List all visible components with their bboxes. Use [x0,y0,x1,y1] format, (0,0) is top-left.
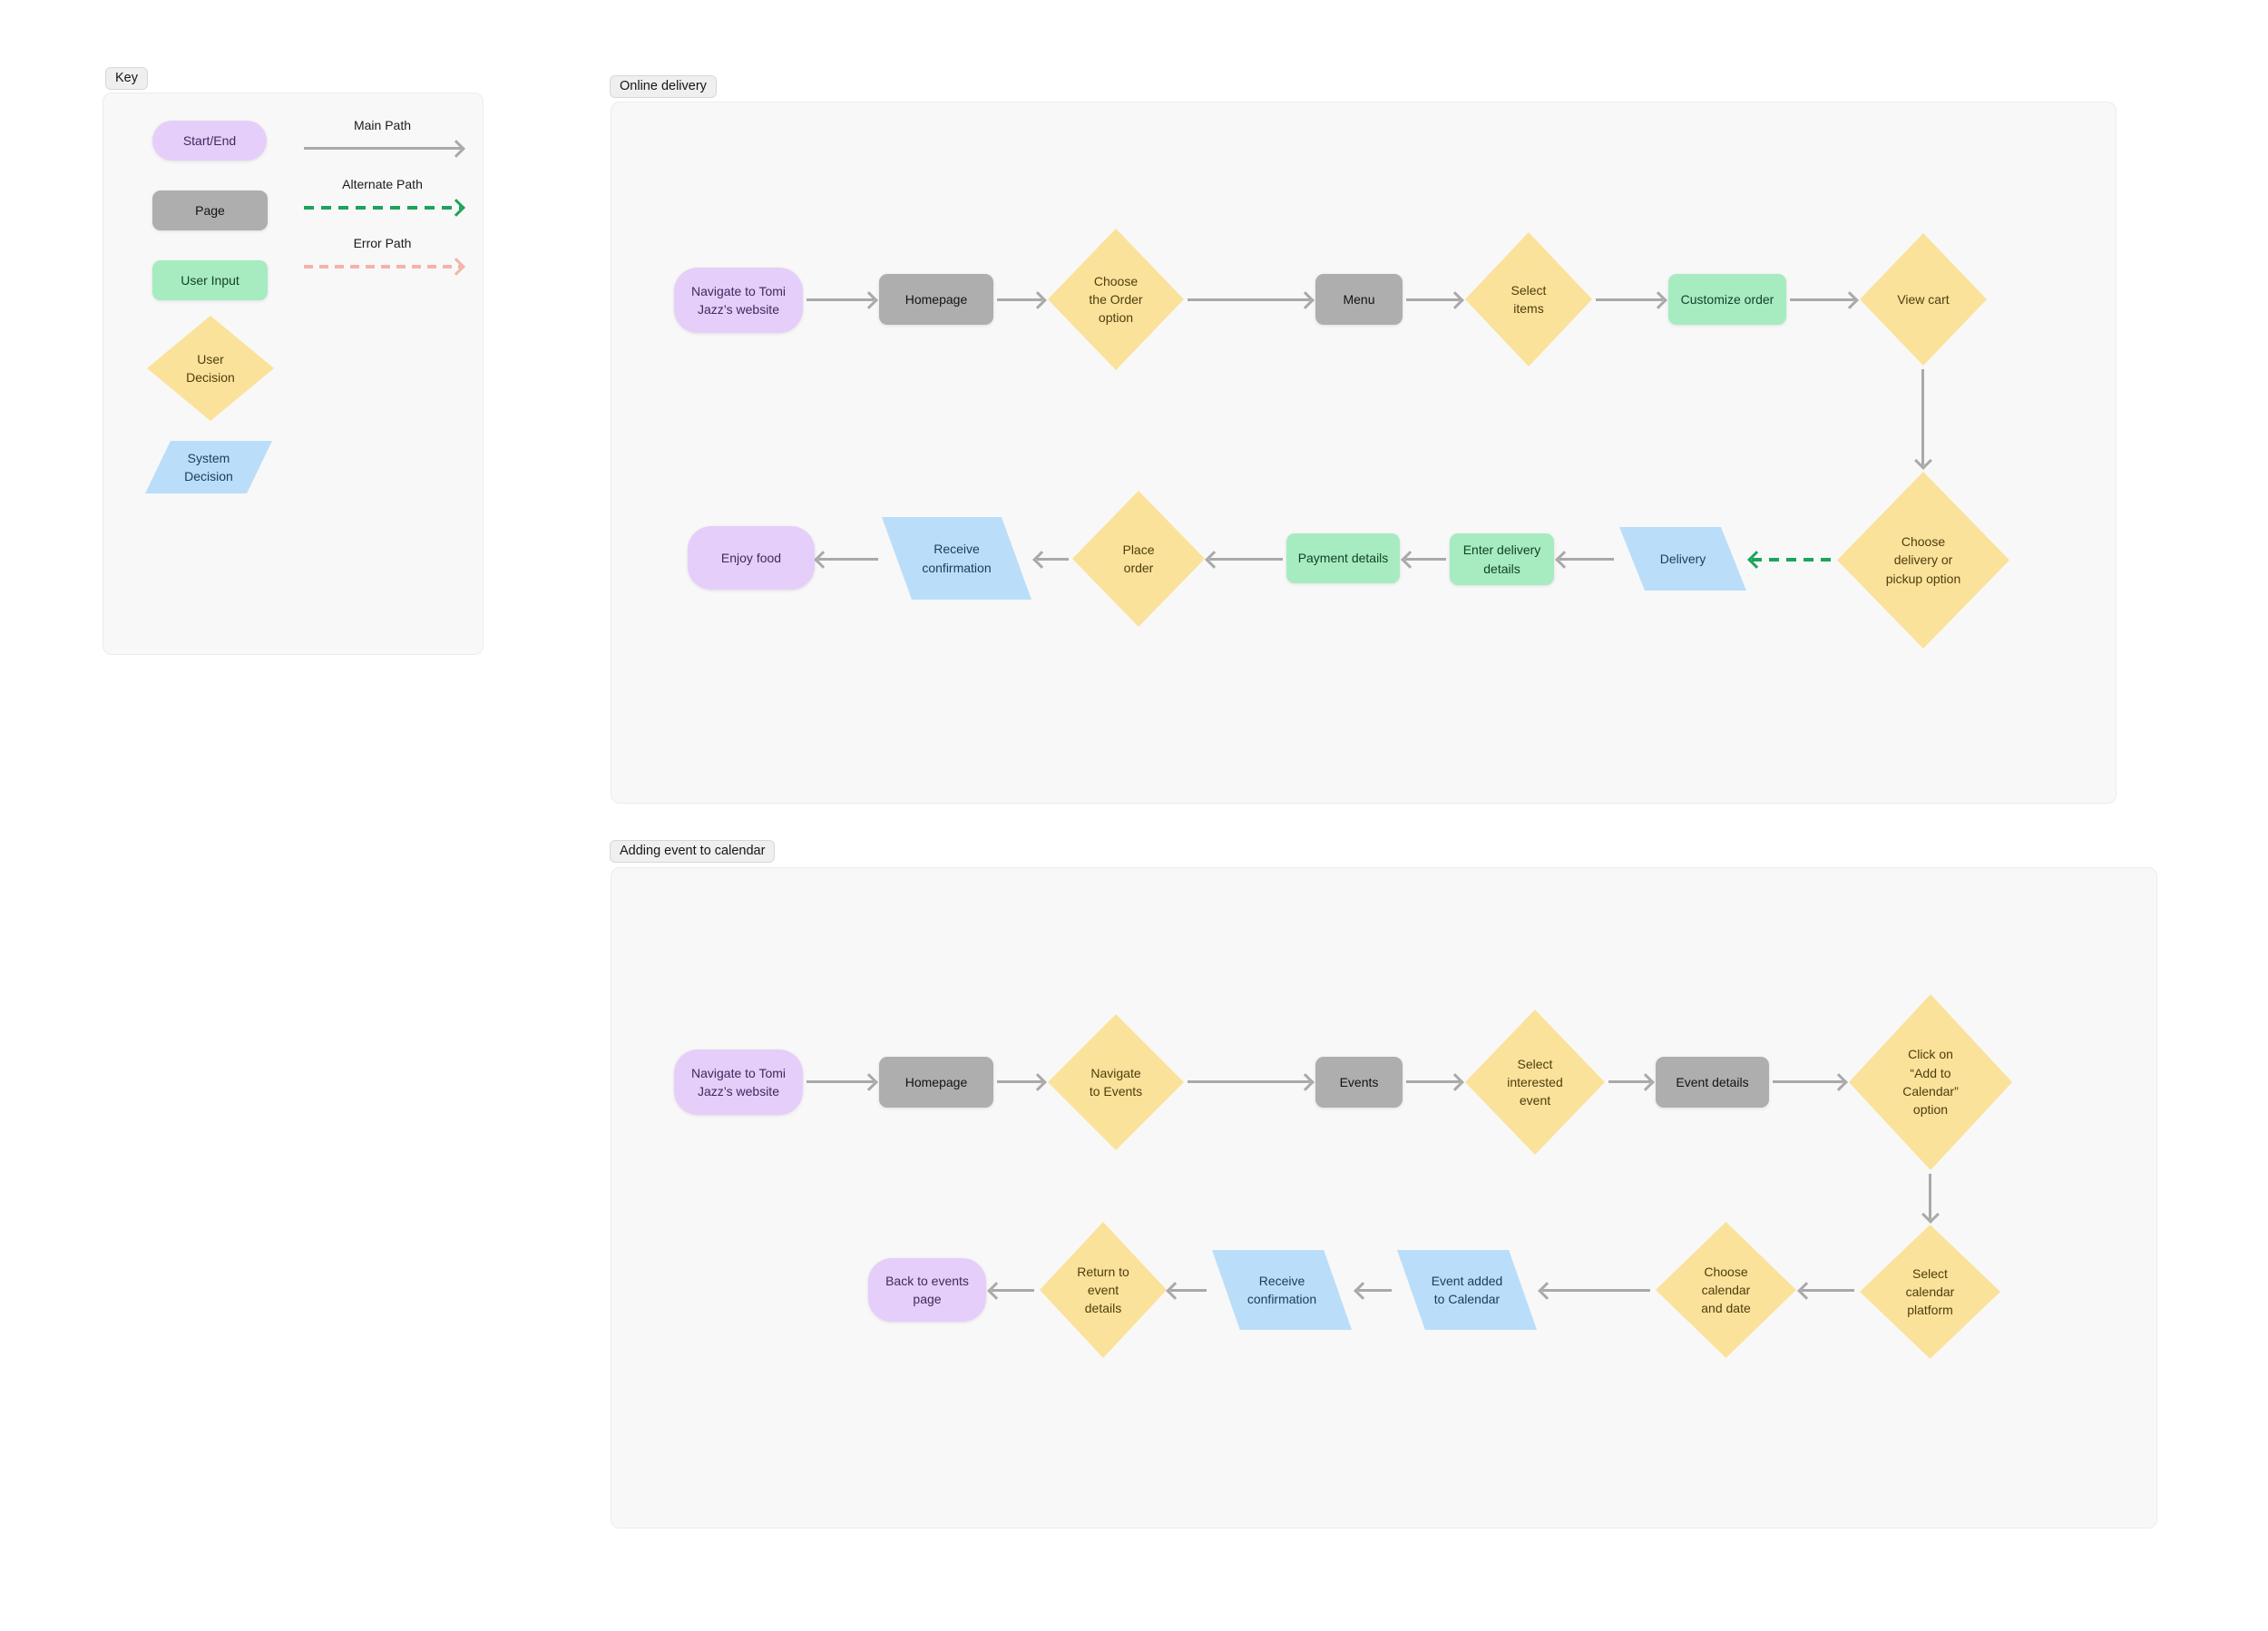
ae-arrow-start-homepage [807,1080,874,1083]
ae-navigate-events-label: Navigate to Events [1089,1065,1143,1099]
ae-node-homepage[interactable]: Homepage [879,1057,993,1108]
od-receive-confirmation-label: Receive confirmation [922,542,992,575]
error-path-arrow-sample [304,265,461,269]
od-select-items-label: Select items [1510,282,1547,316]
od-arrow-chooseorder-menu [1188,298,1310,301]
ae-arrow-choosedate-eventadded [1542,1289,1650,1292]
ae-arrow-selectevent-details [1608,1080,1650,1083]
od-node-delivery[interactable]: Delivery [1619,527,1746,591]
ae-events-label: Events [1339,1074,1379,1089]
od-view-cart-label: View cart [1897,291,1950,307]
od-arrow-customize-viewcart [1790,298,1854,301]
ae-node-start[interactable]: Navigate to Tomi Jazz’s website [674,1050,803,1115]
key-main-path-label: Main Path [353,118,412,132]
add-event-title: Adding event to calendar [620,844,766,858]
ae-receive-confirmation-label: Receive confirmation [1246,1273,1317,1306]
od-payment-label: Payment details [1297,551,1389,566]
od-homepage-label: Homepage [904,291,968,307]
ae-arrow-eventadded-receive [1358,1289,1392,1292]
ae-arrow-clickadd-down [1929,1174,1931,1219]
od-node-menu[interactable]: Menu [1315,274,1403,325]
od-choose-order-label: Choose the Order option [1089,273,1143,326]
od-start-label: Navigate to Tomi Jazz’s website [690,283,786,317]
key-shape-page[interactable]: Page [152,190,268,230]
key-system-decision-label: System Decision [184,450,233,483]
od-node-payment[interactable]: Payment details [1286,533,1400,583]
ae-arrow-return-back [992,1289,1034,1292]
ae-node-back[interactable]: Back to events page [868,1258,986,1322]
ae-arrow-receive-return [1170,1289,1207,1292]
key-shape-system-decision[interactable]: System Decision [145,441,272,493]
add-event-title-chip[interactable]: Adding event to calendar [610,840,776,863]
ae-back-label: Back to events page [885,1273,969,1306]
ae-node-events[interactable]: Events [1315,1057,1403,1108]
ae-node-event-details[interactable]: Event details [1656,1057,1769,1108]
ae-arrow-homepage-navevents [997,1080,1042,1083]
ae-homepage-label: Homepage [904,1074,968,1089]
key-shape-start-end[interactable]: Start/End [152,121,267,161]
online-delivery-title-chip[interactable]: Online delivery [610,75,717,98]
od-arrow-enterdetails-payment [1405,558,1446,561]
od-arrow-start-homepage [807,298,874,301]
ae-event-details-label: Event details [1676,1074,1749,1089]
od-arrow-viewcart-down [1921,369,1924,465]
ae-arrow-events-selectevent [1406,1080,1460,1083]
ae-event-added-label: Event added to Calendar [1431,1273,1503,1306]
key-alternate-path-label: Alternate Path [342,177,423,191]
key-title-chip[interactable]: Key [105,67,148,90]
key-title: Key [115,71,138,85]
od-arrow-homepage-chooseorder [997,298,1042,301]
alternate-path-arrow-sample [304,206,461,210]
od-node-enjoy-food[interactable]: Enjoy food [688,526,815,590]
od-arrow-receive-enjoy [818,558,878,561]
od-arrow-payment-placeorder [1209,558,1283,561]
ae-choose-date-label: Choose calendar and date [1701,1264,1751,1316]
od-node-receive-confirmation[interactable]: Receive confirmation [882,517,1031,600]
od-choose-delivery-label: Choose delivery or pickup option [1885,534,1961,586]
ae-select-platform-label: Select calendar platform [1905,1265,1955,1318]
od-enjoy-food-label: Enjoy food [720,550,782,565]
key-start-end-label: Start/End [182,132,237,148]
od-enter-details-label: Enter delivery details [1462,542,1541,576]
od-arrow-selectitems-customize [1596,298,1663,301]
ae-return-details-label: Return to event details [1077,1264,1129,1316]
key-page-label: Page [195,202,225,218]
od-node-enter-details[interactable]: Enter delivery details [1450,533,1554,585]
od-arrow-placeorder-receive [1037,558,1069,561]
main-path-arrow-sample [304,147,461,150]
online-delivery-panel [611,102,2116,804]
od-customize-order-label: Customize order [1680,291,1774,307]
key-error-path-label: Error Path [353,236,412,250]
od-node-customize-order[interactable]: Customize order [1668,274,1786,325]
od-arrow-delivery-alternate [1752,558,1833,562]
ae-click-add-label: Click on “Add to Calendar” option [1902,1047,1959,1118]
key-user-decision-label: User Decision [186,351,235,385]
ae-arrow-details-clickadd [1773,1080,1843,1083]
ae-start-label: Navigate to Tomi Jazz’s website [690,1065,786,1099]
ae-select-event-label: Select interested event [1507,1056,1563,1108]
ae-arrow-navevents-events [1188,1080,1310,1083]
od-delivery-label: Delivery [1659,551,1706,566]
add-event-panel [611,867,2157,1528]
od-arrow-menu-selectitems [1406,298,1460,301]
ae-arrow-platform-choosedate [1802,1289,1854,1292]
od-node-homepage[interactable]: Homepage [879,274,993,325]
key-user-input-label: User Input [181,272,240,288]
od-menu-label: Menu [1343,291,1375,307]
key-shape-user-input[interactable]: User Input [152,260,268,300]
online-delivery-title: Online delivery [620,79,707,93]
od-place-order-label: Place order [1122,542,1155,575]
od-arrow-delivery-enterdetails [1559,558,1614,561]
od-node-start[interactable]: Navigate to Tomi Jazz’s website [674,268,803,333]
